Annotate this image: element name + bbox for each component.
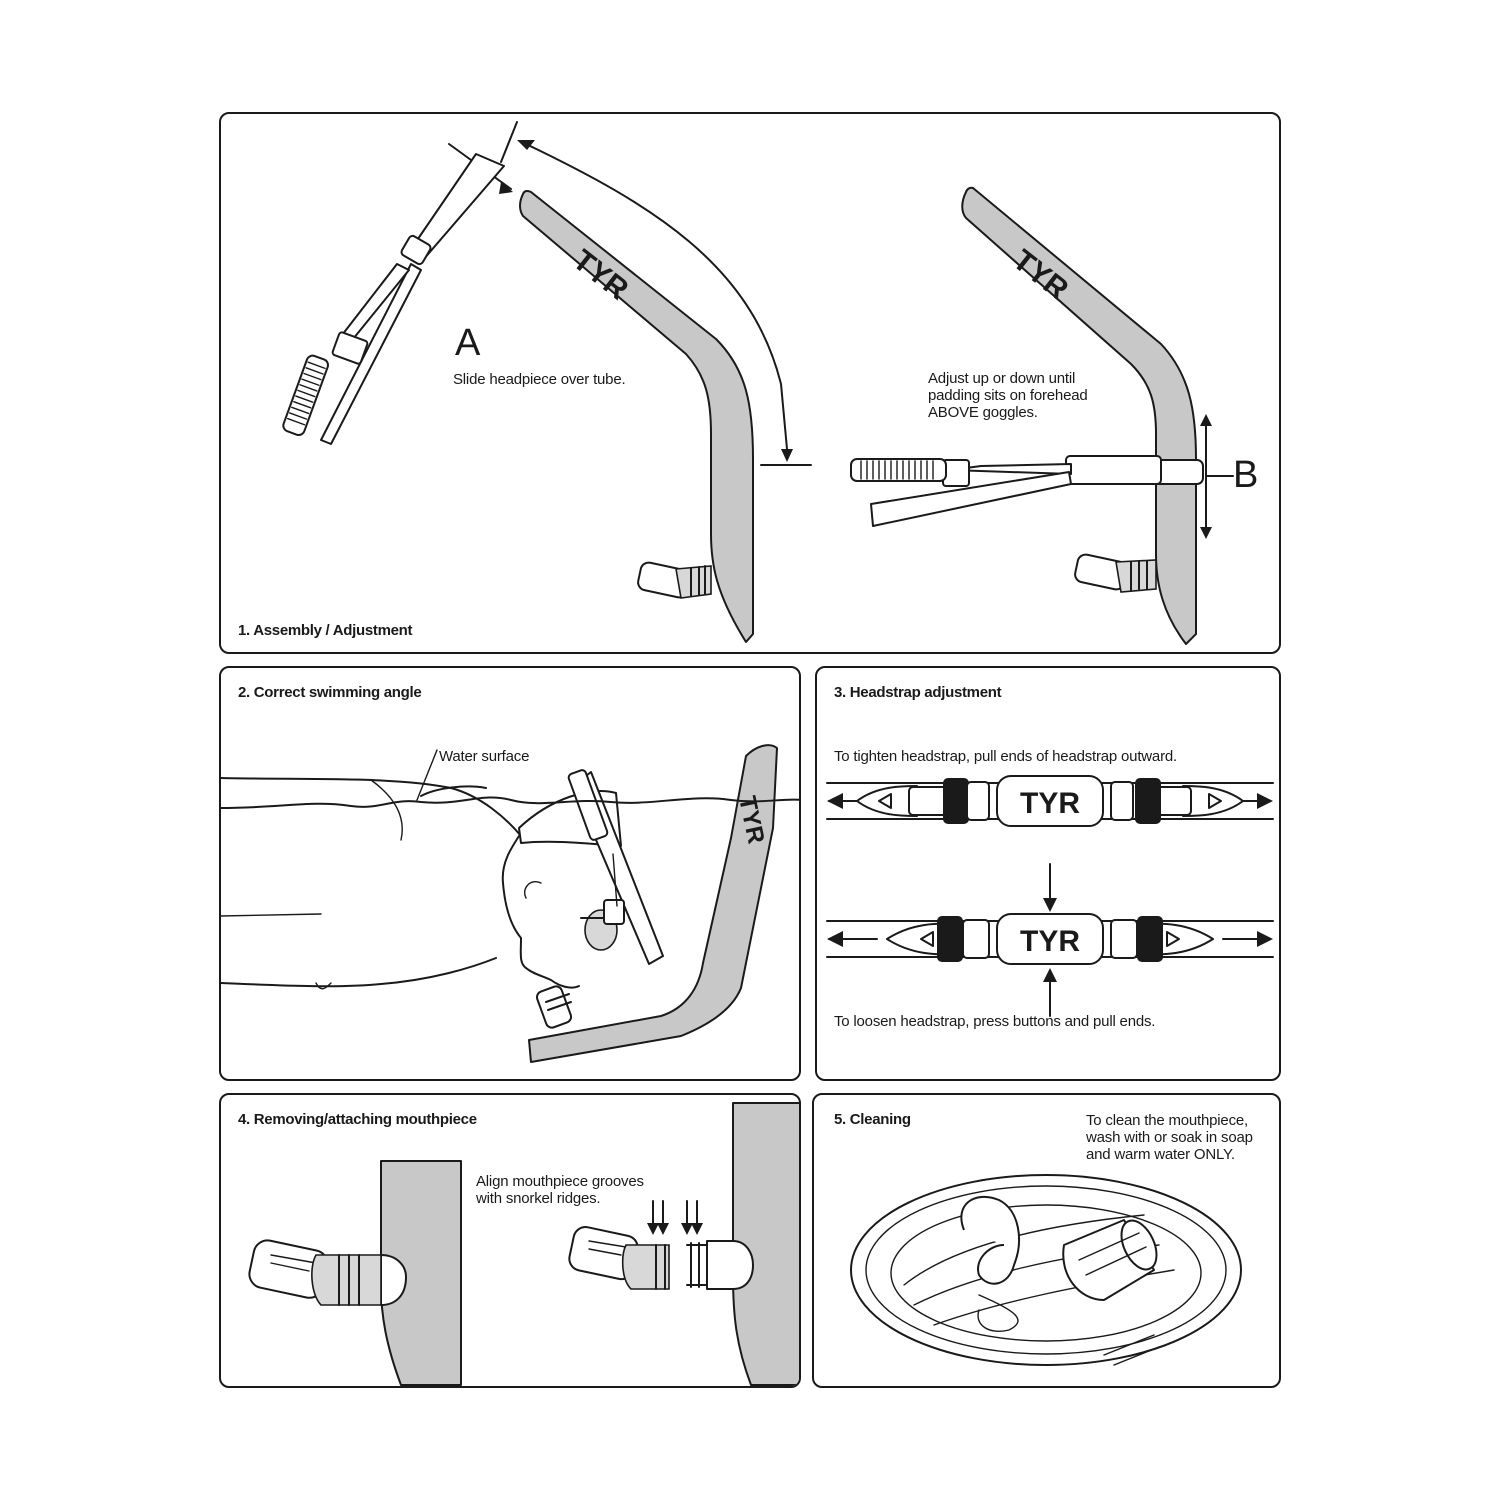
clean-text-1: To clean the mouthpiece,	[1086, 1112, 1248, 1129]
strap-tighten: TYR	[826, 775, 1274, 827]
panel-cleaning: 5. Cleaning To clean the mouthpiece, was…	[812, 1093, 1281, 1388]
snorkel-tube-right	[961, 186, 1197, 645]
step-b-text-3: ABOVE goggles.	[928, 404, 1038, 421]
panel-headstrap: TYR TYR 3. Headstrap adjustment To	[815, 666, 1281, 1081]
panel-assembly: TYR TYR	[219, 112, 1281, 654]
panel-swimming-angle: TYR 2. Correct swimming angle Water surf…	[219, 666, 801, 1081]
strap-loosen: TYR	[826, 863, 1274, 1017]
align-text-1: Align mouthpiece grooves	[476, 1173, 644, 1190]
clean-text-3: and warm water ONLY.	[1086, 1146, 1235, 1163]
panel-mouthpiece-title: 4. Removing/attaching mouthpiece	[238, 1111, 477, 1128]
cleaning-illustration	[850, 1174, 1242, 1366]
step-a-text: Slide headpiece over tube.	[453, 371, 626, 388]
step-a-letter: A	[455, 322, 481, 364]
swimmer-illustration: TYR	[221, 744, 799, 1063]
clean-text-2: wash with or soak in soap	[1086, 1129, 1253, 1146]
assembly-illustration: TYR TYR	[282, 121, 1234, 645]
water-surface-line	[221, 796, 799, 809]
buckle-logo-top: TYR	[1020, 787, 1080, 820]
mouthpiece-right	[1074, 553, 1157, 593]
tighten-text: To tighten headstrap, pull ends of heads…	[834, 748, 1177, 765]
panel-cleaning-title: 5. Cleaning	[834, 1111, 911, 1128]
align-text-2: with snorkel ridges.	[476, 1190, 601, 1207]
water-surface-label: Water surface	[439, 748, 530, 765]
snorkel-tube-left	[519, 189, 754, 643]
headpiece-left	[282, 121, 518, 445]
buckle-logo-bottom: TYR	[1020, 925, 1080, 958]
panel-headstrap-title: 3. Headstrap adjustment	[834, 684, 1002, 701]
step-b-text-2: padding sits on forehead	[928, 387, 1088, 404]
mouthpiece-illustration	[248, 1102, 799, 1386]
headpiece-right	[850, 414, 1234, 539]
panel-mouthpiece: 4. Removing/attaching mouthpiece Align m…	[219, 1093, 801, 1388]
step-b-letter: B	[1233, 454, 1259, 496]
loosen-text: To loosen headstrap, press buttons and p…	[834, 1013, 1156, 1030]
panel-assembly-title: 1. Assembly / Adjustment	[238, 622, 413, 639]
mouthpiece-left	[637, 561, 712, 599]
headstrap-illustration: TYR TYR	[826, 775, 1274, 1017]
panel-angle-title: 2. Correct swimming angle	[238, 684, 422, 701]
step-b-text-1: Adjust up or down until	[928, 370, 1076, 387]
